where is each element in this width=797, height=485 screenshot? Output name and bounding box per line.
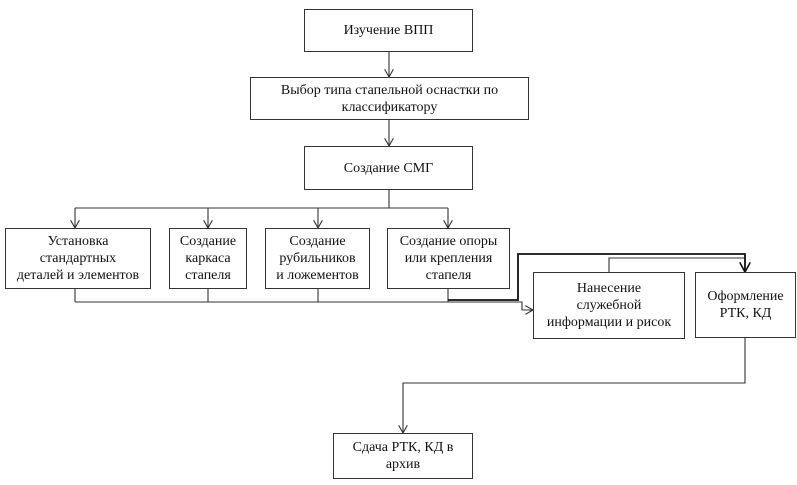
node-install-parts: Установка стандартных деталей и элементо… (5, 228, 151, 289)
node-create-clamps: Создание рубильников и ложементов (265, 228, 370, 289)
node-select-tooling: Выбор типа стапельной оснастки по класси… (250, 77, 529, 120)
node-create-smg: Создание СМГ (304, 146, 473, 190)
edge-rtk-to-archive (403, 338, 746, 433)
edge-info-to-rtk (608, 257, 745, 272)
node-study-vpp: Изучение ВПП (304, 9, 473, 52)
edge-support-to-rtk (448, 253, 745, 301)
collect-bar (75, 301, 533, 310)
node-create-support: Создание опоры или крепления стапеля (387, 228, 510, 289)
node-archive: Сдача РТК, КД в архив (333, 433, 473, 479)
node-create-frame: Создание каркаса стапеля (169, 228, 247, 289)
node-apply-info: Нанесение служебной информации и рисок (533, 272, 685, 339)
node-prepare-rtk: Оформление РТК, КД (695, 272, 796, 338)
